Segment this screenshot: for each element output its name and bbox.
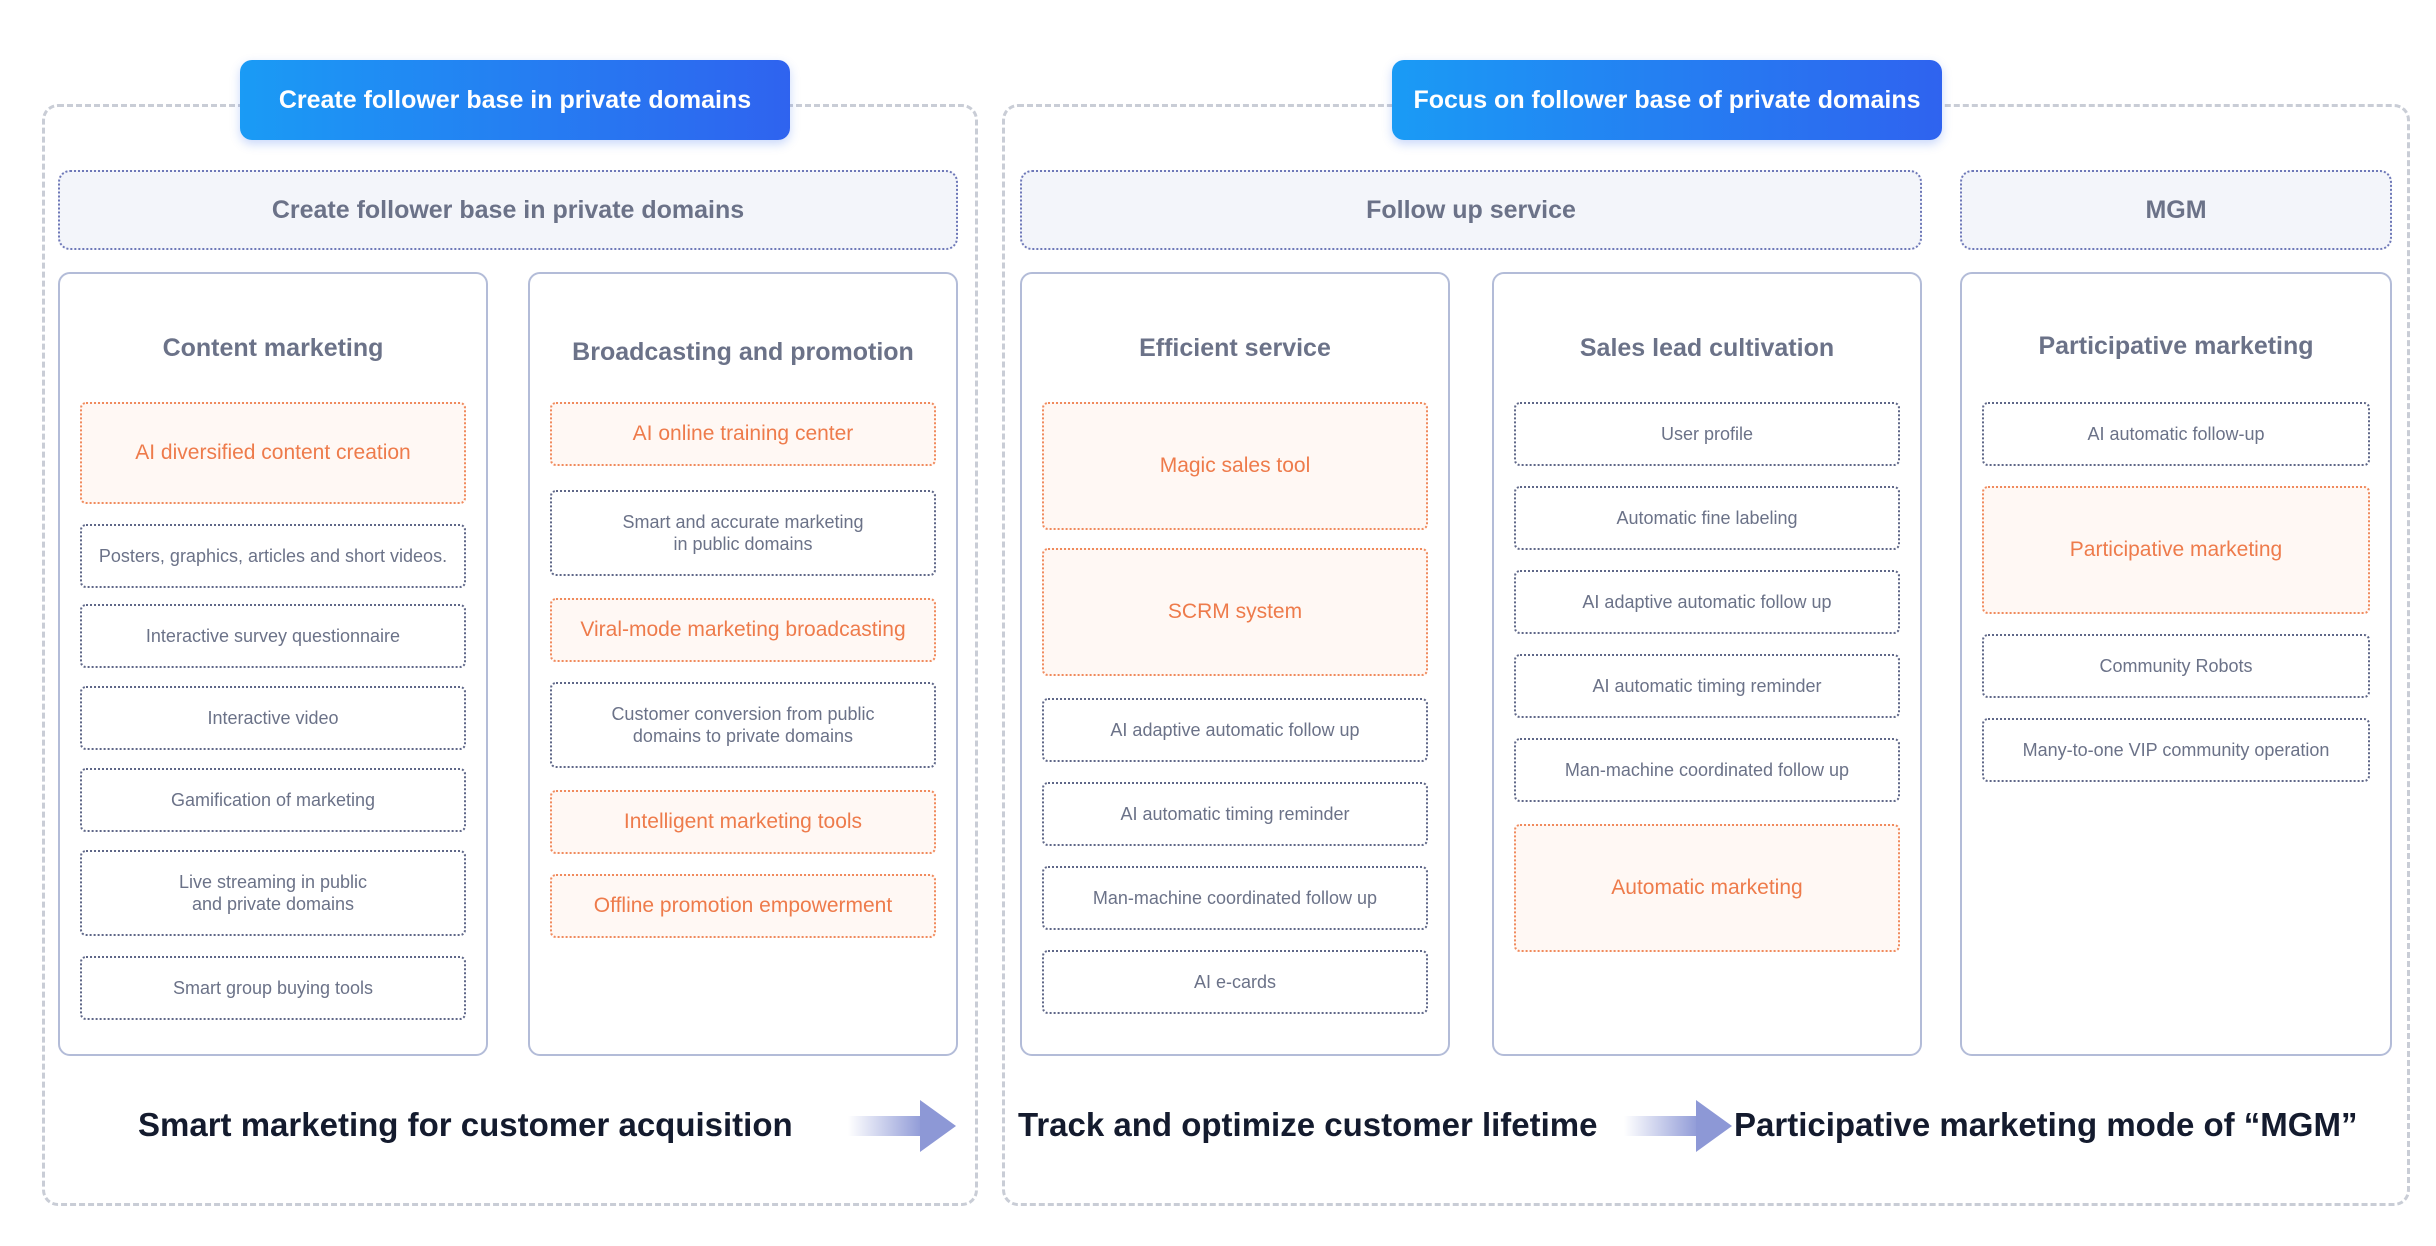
- column-title: Participative marketing: [2038, 332, 2314, 360]
- column-title: Content marketing: [162, 334, 384, 362]
- list-item: Man-machine coordinated follow up: [1042, 866, 1428, 930]
- right-section-title: Focus on follower base of private domain…: [1392, 60, 1942, 140]
- list-item: AI diversified content creation: [80, 402, 466, 504]
- caption-mgm-mode: Participative marketing mode of “MGM”: [1734, 1106, 2358, 1143]
- list-item: Automatic fine labeling: [1514, 486, 1900, 550]
- list-item: Interactive video: [80, 686, 466, 750]
- list-item: AI automatic timing reminder: [1514, 654, 1900, 718]
- column-title: Broadcasting and promotion: [572, 338, 914, 366]
- group-header-mgm: MGM: [1960, 170, 2392, 250]
- list-item: Viral-mode marketing broadcasting: [550, 598, 936, 662]
- list-item: Participative marketing: [1982, 486, 2370, 614]
- column-broadcasting-promotion: Broadcasting and promotion AI online tra…: [528, 272, 958, 1056]
- list-item: Customer conversion from public domains …: [550, 682, 936, 768]
- list-item: Magic sales tool: [1042, 402, 1428, 530]
- list-item: Gamification of marketing: [80, 768, 466, 832]
- column-title: Sales lead cultivation: [1579, 334, 1835, 362]
- list-item: Intelligent marketing tools: [550, 790, 936, 854]
- list-item: AI adaptive automatic follow up: [1042, 698, 1428, 762]
- list-item: Posters, graphics, articles and short vi…: [80, 524, 466, 588]
- list-item: Live streaming in public and private dom…: [80, 850, 466, 936]
- list-item: Smart and accurate marketing in public d…: [550, 490, 936, 576]
- caption-customer-lifetime: Track and optimize customer lifetime: [1018, 1106, 1598, 1143]
- column-title: Efficient service: [1139, 334, 1331, 362]
- list-item: SCRM system: [1042, 548, 1428, 676]
- list-item: AI online training center: [550, 402, 936, 466]
- list-item: Many-to-one VIP community operation: [1982, 718, 2370, 782]
- list-item: Interactive survey questionnaire: [80, 604, 466, 668]
- list-item: User profile: [1514, 402, 1900, 466]
- caption-customer-acquisition: Smart marketing for customer acquisition: [138, 1106, 793, 1143]
- list-item: Community Robots: [1982, 634, 2370, 698]
- list-item: Man-machine coordinated follow up: [1514, 738, 1900, 802]
- list-item: AI e-cards: [1042, 950, 1428, 1014]
- group-header-follow-up-service: Follow up service: [1020, 170, 1922, 250]
- list-item: AI adaptive automatic follow up: [1514, 570, 1900, 634]
- column-content-marketing: Content marketing AI diversified content…: [58, 272, 488, 1056]
- column-participative-marketing: Participative marketing AI automatic fol…: [1960, 272, 2392, 1056]
- list-item: Automatic marketing: [1514, 824, 1900, 952]
- left-section-title: Create follower base in private domains: [240, 60, 790, 140]
- list-item: Offline promotion empowerment: [550, 874, 936, 938]
- column-efficient-service: Efficient service Magic sales tool SCRM …: [1020, 272, 1450, 1056]
- group-header-create-follower-base: Create follower base in private domains: [58, 170, 958, 250]
- flow-arrow-icon: [848, 1100, 956, 1152]
- list-item: AI automatic follow-up: [1982, 402, 2370, 466]
- flow-arrow-icon: [1624, 1100, 1732, 1152]
- list-item: Smart group buying tools: [80, 956, 466, 1020]
- list-item: AI automatic timing reminder: [1042, 782, 1428, 846]
- column-sales-lead-cultivation: Sales lead cultivation User profile Auto…: [1492, 272, 1922, 1056]
